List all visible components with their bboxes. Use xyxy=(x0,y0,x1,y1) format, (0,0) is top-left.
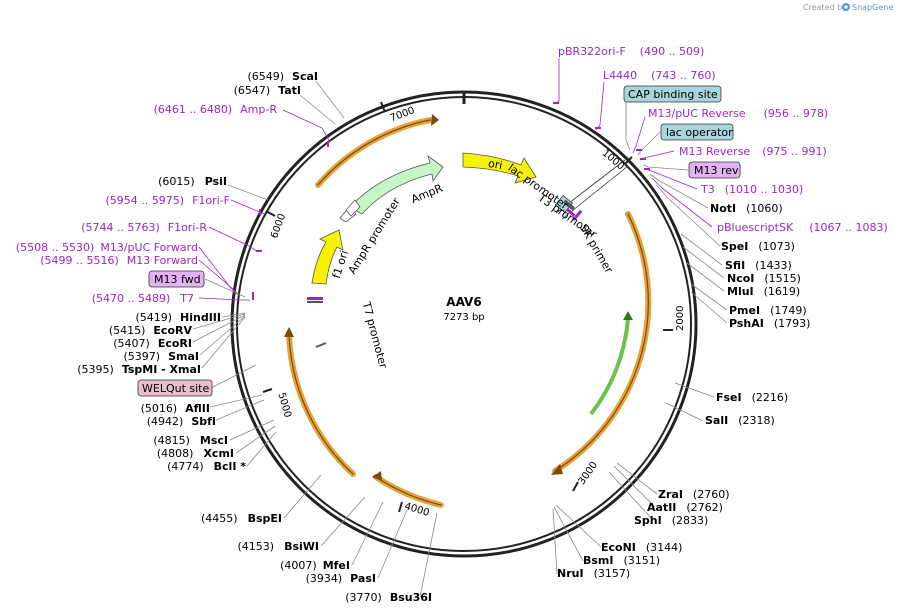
label-f1ori-r: (5744 .. 5763)F1ori-R xyxy=(81,221,207,234)
label-pmei: PmeI(1749) xyxy=(729,304,807,317)
label-econi: EcoNI(3144) xyxy=(601,541,682,554)
label-sbfi: (4942)SbfI xyxy=(147,415,216,428)
snapgene-brand: SnapGene xyxy=(852,3,893,12)
m13-rev-label: M13 rev xyxy=(694,164,739,177)
plasmid-size: 7273 bp xyxy=(443,312,484,323)
label-zrai: ZraI(2760) xyxy=(658,488,730,501)
label-nrui: NruI(3157) xyxy=(557,567,630,580)
label-bcli: (4774)BclI * xyxy=(167,460,246,473)
ampr-label: AmpR xyxy=(409,182,445,206)
plasmid-name: AAV6 xyxy=(446,295,481,309)
label-bsmi: BsmI(3151) xyxy=(583,554,660,567)
label-hindiii: (5419)HindIII xyxy=(135,311,221,324)
label-bsu36i: (3770)Bsu36I xyxy=(345,591,432,604)
created-by-credit: Created by xyxy=(803,3,847,12)
label-m13-puc-reverse: M13/pUC Reverse(956 .. 978) xyxy=(648,107,828,120)
ampr-feature: AmpR AmpR promoter xyxy=(339,154,445,277)
box-welqut-site: WELQut site xyxy=(137,379,213,397)
label-tati: (6547)TatI xyxy=(234,84,301,97)
left-labels: (6549)ScaI (6547)TatI (6461 .. 6480)Amp-… xyxy=(16,70,432,604)
label-t7: (5470 .. 5489)T7 xyxy=(92,292,194,305)
label-mfei: (4007)MfeI xyxy=(280,559,350,572)
label-f1ori-f: (5954 .. 5975)F1ori-F xyxy=(106,194,231,207)
label-t3: T3(1010 .. 1030) xyxy=(700,183,803,196)
label-ecori: (5407)EcoRI xyxy=(113,337,192,350)
f1-ori-feature: f1 ori xyxy=(311,229,351,285)
t7-promoter-region: T7 promoter xyxy=(307,297,390,370)
cap-binding-site-label: CAP binding site xyxy=(628,88,718,101)
label-aatii: AatII(2762) xyxy=(647,501,723,514)
label-amp-r: (6461 .. 6480)Amp-R xyxy=(154,103,278,116)
box-m13-rev: M13 rev xyxy=(688,161,741,179)
tick-6000: 6000 xyxy=(269,212,288,240)
orange-feature-arcs xyxy=(284,114,652,508)
tick-5000: 5000 xyxy=(275,391,293,418)
label-sali: SalI(2318) xyxy=(705,414,775,427)
t7-promoter-label: T7 promoter xyxy=(359,300,390,371)
label-smai: (5397)SmaI xyxy=(124,350,199,363)
label-tspmi-xmai: (5395)TspMI - XmaI xyxy=(77,363,201,376)
label-msci: (4815)MscI xyxy=(153,434,228,447)
label-pbr322ori-f: pBR322ori-F(490 .. 509) xyxy=(558,45,704,58)
label-spei: SpeI(1073) xyxy=(721,240,795,253)
label-m13-puc-forward: (5508 .. 5530)M13/pUC Forward xyxy=(16,241,198,254)
ori-feature: ori xyxy=(462,152,537,184)
right-labels: pBR322ori-F(490 .. 509) L4440(743 .. 760… xyxy=(557,45,888,580)
box-lac-operator: lac operator xyxy=(660,123,734,141)
label-aflii: (5016)AflII xyxy=(141,402,210,415)
label-pbluescriptsk: pBluescriptSK(1067 .. 1083) xyxy=(717,221,888,234)
label-xcmi: (4808)XcmI xyxy=(157,447,234,460)
label-psii: (6015)PsiI xyxy=(158,175,227,188)
box-cap-binding-site: CAP binding site xyxy=(623,85,722,103)
tick-3000: 3000 xyxy=(576,460,600,487)
label-pasi: (3934)PasI xyxy=(306,572,376,585)
m13-fwd-label: M13 fwd xyxy=(154,273,201,286)
label-ncoi: NcoI(1515) xyxy=(727,272,801,285)
label-sphi: SphI(2833) xyxy=(634,514,708,527)
feature-pins xyxy=(252,102,650,300)
left-connectors xyxy=(192,80,438,598)
label-pshai: PshAI(1793) xyxy=(729,317,810,330)
tick-2000: 2000 xyxy=(675,306,686,331)
label-scai: (6549)ScaI xyxy=(247,70,318,83)
label-l4440: L4440(743 .. 760) xyxy=(603,69,716,82)
label-m13-forward: (5499 .. 5516)M13 Forward xyxy=(40,254,198,267)
lac-promoter-region: lac promoter T3 promoter SK primer xyxy=(506,159,629,276)
lac-operator-label: lac operator xyxy=(666,126,733,139)
right-connectors xyxy=(552,58,728,575)
label-bspei: (4455)BspEI xyxy=(201,512,282,525)
green-feature-arc xyxy=(589,317,630,416)
label-noti: NotI(1060) xyxy=(710,202,783,215)
label-fsei: FseI(2216) xyxy=(716,391,788,404)
label-sfii: SfiI(1433) xyxy=(725,259,792,272)
label-mlui: MluI(1619) xyxy=(727,285,800,298)
ori-label: ori xyxy=(487,157,503,172)
label-ecorv: (5415)EcoRV xyxy=(109,324,193,337)
welqut-site-label: WELQut site xyxy=(142,382,209,395)
box-m13-fwd: M13 fwd xyxy=(148,270,205,288)
arc-left xyxy=(286,330,356,477)
label-m13-reverse: M13 Reverse(975 .. 991) xyxy=(679,145,827,158)
snapgene-logo-icon xyxy=(842,3,850,11)
label-bsiwi: (4153)BsiWI xyxy=(237,540,319,553)
